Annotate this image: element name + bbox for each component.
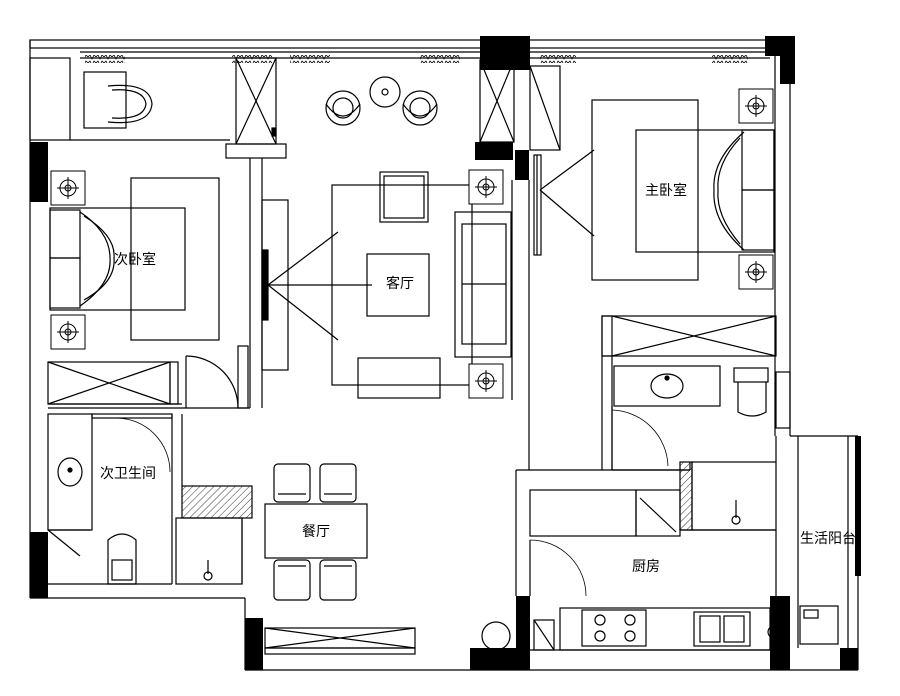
living-room-label: 客厅 [386,276,414,292]
master-bedroom [529,65,777,470]
kitchen [515,461,777,651]
master-bathroom [611,365,791,471]
top-window-strip [80,51,770,63]
dining-room [264,463,511,655]
master-bedroom-label: 主卧室 [645,183,687,199]
second-bedroom [29,57,277,409]
exterior-wall [29,39,859,671]
second-bathroom-label: 次卫生间 [100,466,156,482]
second-bedroom-label: 次卧室 [114,252,156,268]
dining-room-label: 餐厅 [302,524,330,540]
kitchen-label: 厨房 [632,559,660,575]
utility-balcony-label: 生活阳台 [800,531,856,547]
living-room [325,59,595,470]
structural-columns [30,36,861,670]
second-bathroom [47,413,253,585]
utility-balcony [767,436,849,648]
partition-wall [225,143,372,408]
